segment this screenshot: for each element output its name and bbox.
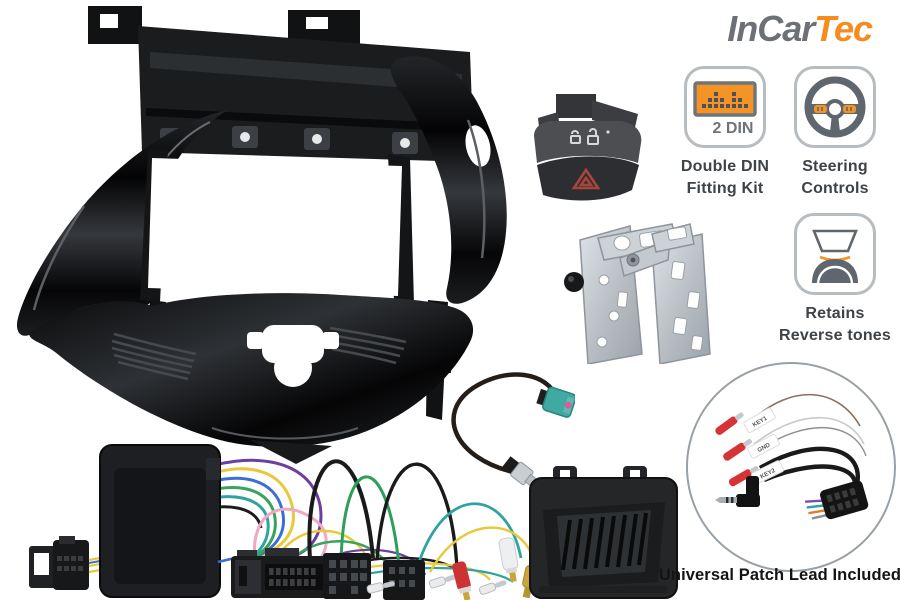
steering-wheel-icon [794, 66, 876, 148]
reverse-sensors-icon [794, 213, 876, 295]
patch-lead-caption: Universal Patch Lead Included [658, 566, 900, 584]
feature-steering-label: Steering Controls [801, 158, 869, 197]
red-crimp-terminals [715, 412, 759, 487]
fascia-shelf [138, 26, 474, 162]
fascia-bottom-band [29, 293, 474, 464]
lock-symbols [570, 128, 610, 145]
connector-small-left [29, 536, 101, 590]
patch-lead-circle: KEY1 GND KEY2 [686, 362, 896, 572]
wiring-harness-image [29, 444, 678, 600]
bullet-terminals [366, 574, 507, 595]
bracket-right [619, 223, 711, 364]
feature-double-din: 2 DIN Double DIN Fitting Kit [678, 66, 772, 199]
fascia-keyhole-cutout [247, 325, 339, 387]
mounting-brackets-image [564, 223, 711, 364]
fascia-panel-image [16, 6, 507, 464]
jack-plug-35mm [715, 476, 760, 507]
incartec-logo: InCarTec [572, 8, 873, 50]
hazard-switch-image [534, 94, 642, 201]
svg-text:GND: GND [757, 442, 772, 454]
patch-multipin-connector [805, 480, 869, 520]
din-badge-text: 2 DIN [713, 120, 754, 137]
double-din-icon: 2 DIN [684, 66, 766, 148]
feature-steering: Steering Controls [788, 66, 882, 199]
feature-reverse-tones-label: Retains Reverse tones [779, 305, 891, 344]
logo-text-orange: Tec [814, 8, 873, 49]
fascia-din-opening [148, 158, 402, 296]
fascia-right-wing [390, 56, 507, 304]
patch-lead-image: KEY1 GND KEY2 [715, 393, 869, 520]
speaker-box [529, 466, 678, 599]
interface-box [99, 444, 236, 598]
hazard-triangle-icon [571, 167, 601, 190]
fascia-top-tabs [88, 6, 360, 44]
fakra-connector [536, 386, 575, 418]
feature-double-din-label: Double DIN Fitting Kit [680, 158, 770, 197]
logo-text-gray: InCar [727, 8, 815, 49]
iso-connectors [323, 553, 425, 600]
quadlock-connector [231, 548, 327, 598]
feature-reverse-tones: Retains Reverse tones [770, 213, 900, 346]
